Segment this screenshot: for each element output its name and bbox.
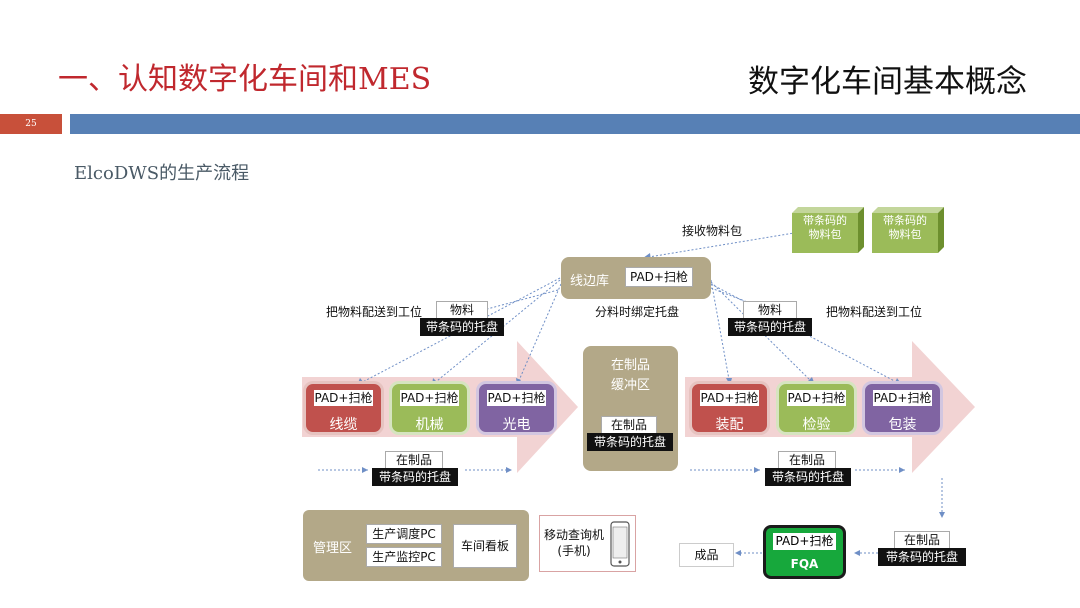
receive-label: 接收物料包 [682,224,743,238]
station-inspection: PAD+扫枪 检验 [776,381,857,435]
wip-final-tray: 带条码的托盘 [878,548,966,566]
management-area: 管理区 生产调度PC 生产监控PC 车间看板 [303,510,529,581]
station-assembly-pad: PAD+扫枪 [700,390,759,406]
station-packaging: PAD+扫枪 包装 [862,381,943,435]
mobile-query-box: 移动查询机(手机) [539,515,636,572]
header-bar [70,114,1080,134]
tray-left: 带条码的托盘 [420,318,504,336]
material-right: 物料 [743,301,797,319]
deliver-left-label: 把物料配送到工位 [326,305,423,319]
fqa-station: PAD+扫枪 FQA [763,525,846,579]
fqa-pad: PAD+扫枪 [773,533,836,550]
tray-right: 带条码的托盘 [728,318,812,336]
station-inspection-name: 检验 [802,417,831,433]
station-packaging-name: 包装 [888,417,917,433]
wip-right: 在制品 [778,451,836,469]
page-number: 25 [0,114,62,134]
station-optoelectronic-name: 光电 [502,417,531,433]
finished-goods: 成品 [679,543,734,567]
material-pack-1 [792,207,864,253]
station-mechanical-pad: PAD+扫枪 [400,390,459,406]
fqa-label: FQA [790,557,819,571]
wip-left-tray: 带条码的托盘 [372,468,458,486]
wip-left: 在制品 [385,451,443,469]
material-left: 物料 [436,301,488,319]
material-pack-2-label: 带条码的物料包 [883,214,927,241]
station-assembly-name: 装配 [715,417,744,433]
station-optoelectronic-pad: PAD+扫枪 [487,390,546,406]
material-pack-cubes [792,207,944,253]
receive-arrow-line [642,231,801,259]
station-mechanical: PAD+扫枪 机械 [389,381,470,435]
station-cable-name: 线缆 [329,417,358,433]
wip-buffer-label: 在制品缓冲区 [610,358,650,393]
pc-dispatch: 生产调度PC [366,524,442,544]
workshop-board: 车间看板 [453,524,517,568]
management-area-label: 管理区 [313,541,353,556]
deliver-right-label: 把物料配送到工位 [826,305,923,319]
line-store-label: 线边库 [570,274,610,289]
line-store-box: 线边库 PAD+扫枪 [561,257,711,299]
buffer-wip: 在制品 [601,416,657,434]
material-pack-1-label: 带条码的物料包 [803,214,847,241]
station-inspection-pad: PAD+扫枪 [787,390,846,406]
phone-icon [610,521,630,567]
wip-final: 在制品 [894,531,950,549]
station-packaging-pad: PAD+扫枪 [873,390,932,406]
pc-monitor: 生产监控PC [366,547,442,567]
station-cable-pad: PAD+扫枪 [314,390,373,406]
wip-right-tray: 带条码的托盘 [765,468,851,486]
wip-buffer-box: 在制品缓冲区 在制品 带条码的托盘 [583,346,678,471]
bind-label: 分料时绑定托盘 [595,305,680,319]
station-assembly: PAD+扫枪 装配 [689,381,770,435]
station-optoelectronic: PAD+扫枪 光电 [476,381,557,435]
subtitle: ElcoDWS的生产流程 [74,163,250,184]
line-store-pad: PAD+扫枪 [625,267,693,287]
buffer-tray: 带条码的托盘 [587,433,673,451]
material-pack-2 [872,207,944,253]
station-cable: PAD+扫枪 线缆 [303,381,384,435]
mobile-query-label: 移动查询机(手机) [544,528,605,558]
station-mechanical-name: 机械 [415,417,444,433]
page-title: 一、认知数字化车间和MES [58,62,432,97]
section-title: 数字化车间基本概念 [748,64,1027,100]
